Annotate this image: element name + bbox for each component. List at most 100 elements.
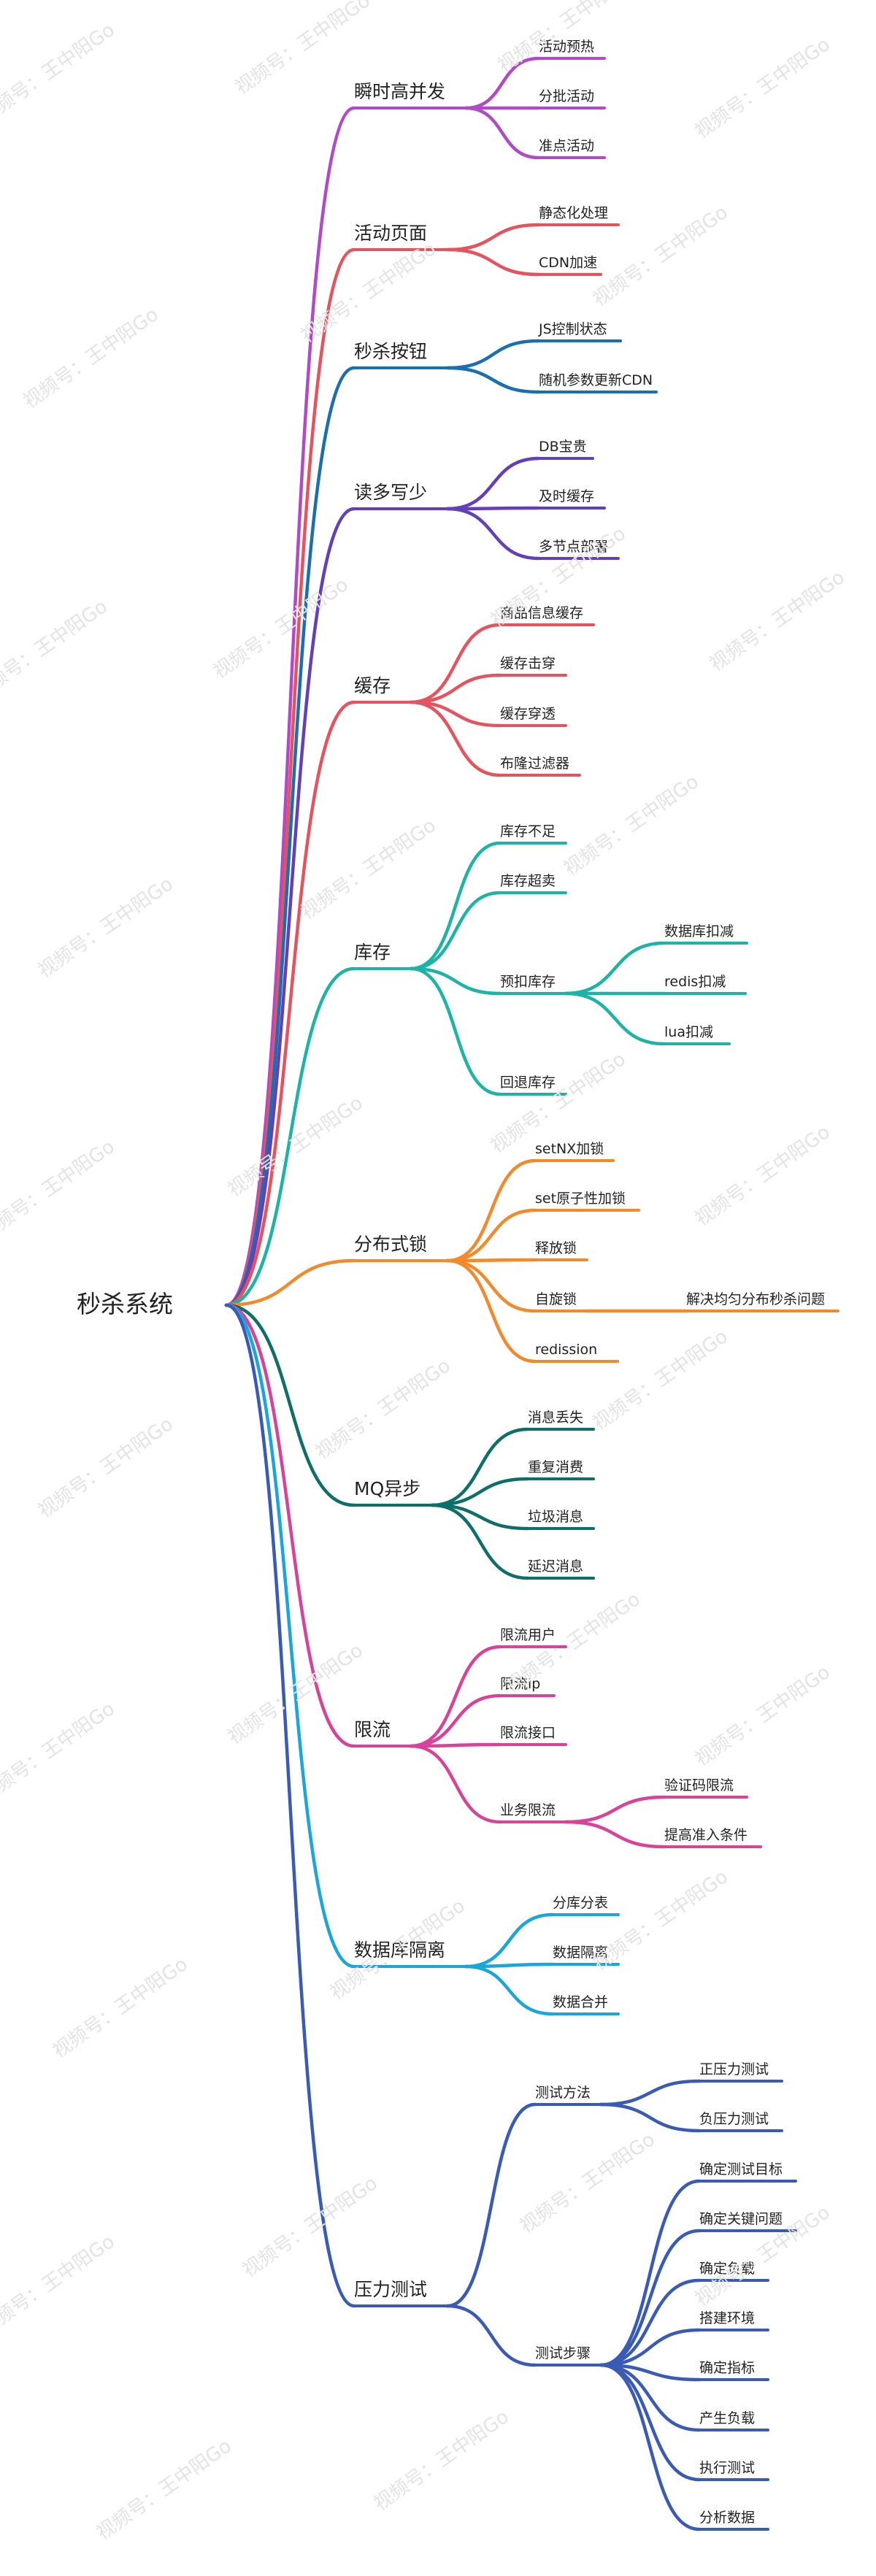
level2-node: 自旋锁 <box>535 1291 577 1307</box>
level1-node: 瞬时高并发 <box>354 81 445 102</box>
edge-3-0 <box>445 456 541 511</box>
edge-8-3-0 <box>564 1795 666 1824</box>
level1-node: 读多写少 <box>354 482 427 503</box>
edge-4-3 <box>409 700 502 777</box>
level2-node: 随机参数更新CDN <box>539 372 653 388</box>
edge-5-0 <box>409 841 502 971</box>
edge-10-0-1 <box>599 2102 702 2133</box>
edge-8-2 <box>409 1742 502 1748</box>
edge-5-3 <box>409 966 502 1096</box>
edge-6-1 <box>445 1208 537 1263</box>
level2-node: 多节点部署 <box>539 539 608 555</box>
edge-9-2 <box>464 1964 555 2016</box>
level2-node: 延迟消息 <box>528 1558 583 1575</box>
level1-node: 压力测试 <box>354 2279 427 2300</box>
edge-0-0 <box>464 56 541 110</box>
edge-10-1-6 <box>599 2363 702 2482</box>
level2-node: DB宝贵 <box>539 439 587 455</box>
level2-node: 静态化处理 <box>539 205 608 221</box>
branch-10: 压力测试测试方法正压力测试负压力测试测试步骤确定测试目标确定关键问题确定负载搭建… <box>353 2061 797 2531</box>
level2-node: 消息丢失 <box>528 1410 583 1426</box>
branch-6: 分布式锁setNX加锁set原子性加锁释放锁自旋锁解决均匀分布秒杀问题redis… <box>353 1141 840 1363</box>
level2-node: 限流用户 <box>500 1627 556 1643</box>
edge-5-2-2 <box>564 991 666 1046</box>
edge-8-1 <box>409 1693 502 1748</box>
edge-10-1-4 <box>599 2363 702 2382</box>
level2-node: 测试步骤 <box>535 2345 591 2361</box>
level2-node: 布隆过滤器 <box>500 756 569 772</box>
level2-node: CDN加速 <box>539 255 597 271</box>
edge-root-0 <box>224 106 356 1307</box>
edge-10-1-0 <box>599 2179 702 2367</box>
level2-node: 释放锁 <box>535 1240 577 1256</box>
level1-node: 缓存 <box>354 675 391 696</box>
level2-node: 业务限流 <box>500 1802 556 1818</box>
level1-node: 库存 <box>354 942 391 963</box>
edge-4-1 <box>409 673 502 704</box>
edge-1-1 <box>445 247 541 277</box>
level2-node: 分批活动 <box>539 88 594 104</box>
edge-8-3 <box>409 1744 502 1824</box>
level2-node: setNX加锁 <box>535 1141 604 1157</box>
edge-6-4 <box>445 1258 537 1364</box>
edge-root-3 <box>224 507 356 1307</box>
edge-5-1 <box>409 891 502 971</box>
level3-node: 确定关键问题 <box>699 2211 783 2227</box>
edge-10-0 <box>445 2102 537 2308</box>
edge-6-0 <box>445 1158 537 1263</box>
level2-node: 数据合并 <box>553 1994 608 2010</box>
level2-node: 准点活动 <box>539 138 594 154</box>
level1-node: 分布式锁 <box>354 1234 427 1255</box>
edge-10-0-0 <box>599 2079 702 2107</box>
edge-4-0 <box>409 623 502 704</box>
edge-root-5 <box>224 966 356 1307</box>
level3-node: 负压力测试 <box>699 2111 769 2127</box>
level2-node: JS控制状态 <box>538 321 607 337</box>
level3-node: lua扣减 <box>664 1024 713 1040</box>
level3-node: 确定测试目标 <box>699 2161 783 2177</box>
edge-7-0 <box>430 1427 530 1507</box>
level2-node: 限流ip <box>500 1676 540 1692</box>
edge-3-2 <box>445 507 541 561</box>
edge-2-0 <box>445 339 541 370</box>
edge-0-2 <box>464 106 541 160</box>
edge-root-10 <box>224 1303 356 2308</box>
level2-node: 测试方法 <box>535 2085 591 2101</box>
level3-node: 正压力测试 <box>699 2061 769 2077</box>
edge-root-8 <box>224 1303 356 1748</box>
level3-node: 验证码限流 <box>664 1777 734 1793</box>
level2-node: 库存不足 <box>500 823 556 839</box>
edge-7-3 <box>430 1503 530 1580</box>
level3-node: 数据库扣减 <box>664 923 734 939</box>
level2-node: 回退库存 <box>500 1074 556 1091</box>
edge-root-2 <box>224 366 356 1307</box>
level3-node: 解决均匀分布秒杀问题 <box>686 1291 825 1307</box>
edge-root-7 <box>224 1303 356 1507</box>
edge-10-1-3 <box>599 2328 702 2367</box>
level2-node: 商品信息缓存 <box>500 605 583 621</box>
level2-node: 重复消费 <box>528 1459 583 1475</box>
edge-9-0 <box>464 1912 555 1969</box>
level2-node: 预扣库存 <box>500 974 556 990</box>
edge-8-3-1 <box>564 1820 666 1849</box>
level3-node: 确定负载 <box>699 2261 755 2277</box>
level3-node: 产生负载 <box>699 2410 755 2426</box>
edge-root-9 <box>224 1303 356 1969</box>
edges <box>224 56 702 2531</box>
level1-node: 限流 <box>354 1719 391 1740</box>
edge-10-1-2 <box>599 2278 702 2367</box>
edge-10-1-1 <box>599 2229 702 2367</box>
level1-node: 活动页面 <box>354 223 427 244</box>
level2-node: 缓存击穿 <box>500 655 556 672</box>
edge-8-0 <box>409 1645 502 1748</box>
level2-node: 垃圾消息 <box>528 1509 583 1525</box>
edge-6-3 <box>445 1258 537 1313</box>
edge-10-1-7 <box>599 2363 702 2531</box>
edge-root-4 <box>224 700 356 1307</box>
